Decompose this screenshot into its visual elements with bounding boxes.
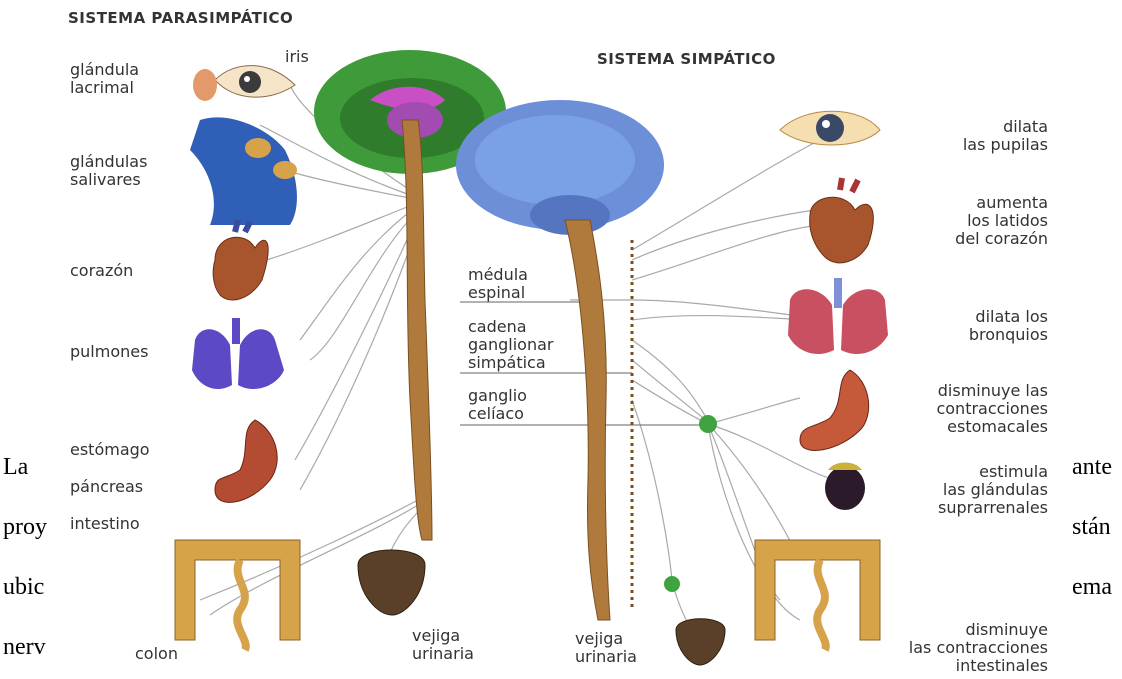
label-celiac-line1: ganglio [468,387,527,405]
label-chain-line1: cadena [468,318,553,336]
label-pupils-line1: dilata [963,118,1048,136]
label-intestine: intestino [70,515,140,533]
label-salivary-line1: glándulas [70,153,147,171]
label-lacrimal-line1: glándula [70,61,139,79]
label-stomach-right-line1: disminuye las [936,382,1048,400]
label-intestinal-contractions: disminuye las contracciones intestinales [909,621,1048,675]
label-celiac-ganglion: ganglio celíaco [468,387,527,423]
label-intestine-right-line1: disminuye [909,621,1048,639]
label-lacrimal-line2: lacrimal [70,79,139,97]
label-bronchi-line2: bronquios [969,326,1048,344]
label-stomach-right-line2: contracciones [936,400,1048,418]
label-pancreas: páncreas [70,478,143,496]
label-lacrimal-gland: glándula lacrimal [70,61,139,97]
label-bladder-left-line2: urinaria [412,645,474,663]
label-chain-line3: simpática [468,354,553,372]
label-colon: colon [135,645,178,663]
label-bladder-center-line1: vejiga [575,630,637,648]
label-increases-heartbeat: aumenta los latidos del corazón [955,194,1048,248]
label-heart-right-line1: aumenta [955,194,1048,212]
sympathetic-title: SISTEMA SIMPÁTICO [597,50,776,68]
label-pupils-line2: las pupilas [963,136,1048,154]
label-adrenal-line1: estimula [938,463,1048,481]
label-spinal-line1: médula [468,266,528,284]
label-spinal-cord: médula espinal [468,266,528,302]
label-heart-left: corazón [70,262,133,280]
label-lungs-left: pulmones [70,343,148,361]
label-celiac-line2: celíaco [468,405,527,423]
label-stomach-right-line3: estomacales [936,418,1048,436]
label-iris: iris [285,48,309,66]
label-intestine-right-line3: intestinales [909,657,1048,675]
right-adrenal [825,463,865,511]
label-bladder-center: vejiga urinaria [575,630,637,666]
label-ganglion-chain: cadena ganglionar simpática [468,318,553,372]
label-spinal-line2: espinal [468,284,528,302]
label-bladder-center-line2: urinaria [575,648,637,666]
inferior-ganglion [664,576,680,592]
label-salivary-glands: glándulas salivares [70,153,147,189]
label-heart-right-line3: del corazón [955,230,1048,248]
label-heart-right-line2: los latidos [955,212,1048,230]
label-intestine-right-line2: las contracciones [909,639,1048,657]
label-adrenal-line3: suprarrenales [938,499,1048,517]
label-bladder-left: vejiga urinaria [412,627,474,663]
label-stomach-contractions: disminuye las contracciones estomacales [936,382,1048,436]
label-chain-line2: ganglionar [468,336,553,354]
label-bronchi-line1: dilata los [969,308,1048,326]
label-adrenal-line2: las glándulas [938,481,1048,499]
label-stomach-left: estómago [70,441,150,459]
label-dilates-pupils: dilata las pupilas [963,118,1048,154]
label-adrenal-glands: estimula las glándulas suprarrenales [938,463,1048,517]
parasympathetic-title: SISTEMA PARASIMPÁTICO [68,9,293,27]
label-salivary-line2: salivares [70,171,147,189]
celiac-ganglion [699,415,717,433]
label-bladder-left-line1: vejiga [412,627,474,645]
label-dilates-bronchi: dilata los bronquios [969,308,1048,344]
